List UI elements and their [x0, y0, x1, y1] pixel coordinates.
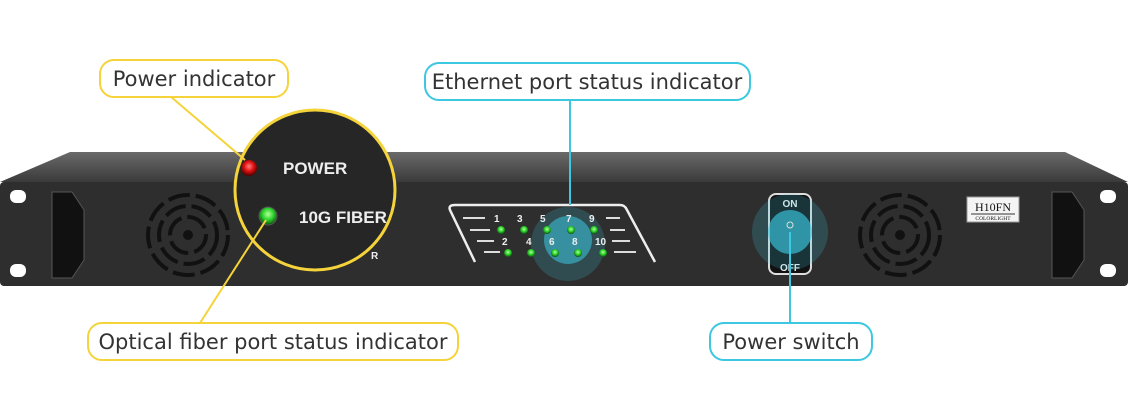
leader-optical: [199, 219, 267, 324]
switch-on-label: ON: [783, 199, 798, 210]
port-label-9: 9: [589, 214, 595, 225]
port-led-8: [574, 249, 582, 257]
port-led-1: [497, 226, 505, 234]
svg-text:Optical fiber port status indi: Optical fiber port status indicator: [98, 330, 447, 354]
port-label-8: 8: [572, 237, 578, 248]
port-label-4: 4: [526, 237, 532, 248]
rack-ear-left: [10, 190, 85, 279]
port-label-7: 7: [566, 214, 572, 225]
fan-vent-left: [146, 193, 230, 277]
fiber-label: 10G FIBER: [299, 208, 387, 227]
chassis-top: [0, 152, 1128, 182]
port-led-10: [599, 249, 607, 257]
port-label-2: 2: [502, 237, 508, 248]
power-label: POWER: [283, 159, 347, 178]
brand-name: COLORLIGHT: [975, 216, 1011, 222]
port-led-7: [567, 226, 575, 234]
svg-text:Power switch: Power switch: [722, 330, 859, 354]
callout-power-switch: Power switch: [709, 322, 873, 361]
svg-text:Power indicator: Power indicator: [113, 67, 276, 91]
port-led-2: [504, 249, 512, 257]
port-led-4: [527, 249, 535, 257]
magnifier-inset: POWER 10G FIBER R: [233, 108, 397, 272]
rack-ear-right: [1051, 190, 1116, 279]
callout-ethernet-status: Ethernet port status indicator: [424, 62, 751, 101]
model-badge: H10FN COLORLIGHT: [966, 196, 1020, 223]
port-label-5: 5: [540, 214, 546, 225]
port-led-9: [590, 226, 598, 234]
port-label-10: 10: [595, 237, 607, 248]
fiber-label-partial: R: [371, 251, 379, 262]
model-name: H10FN: [975, 200, 1011, 214]
callout-optical-status: Optical fiber port status indicator: [87, 322, 459, 361]
port-label-3: 3: [517, 214, 523, 225]
port-led-5: [543, 226, 551, 234]
fan-vent-right: [858, 193, 942, 277]
svg-text:Ethernet port status indicator: Ethernet port status indicator: [432, 70, 743, 94]
port-label-6: 6: [549, 237, 555, 248]
port-label-1: 1: [494, 214, 500, 225]
ethernet-led-panel: 1 3 5 7 9 2 4 6 8 10: [448, 203, 657, 281]
leader-power: [169, 95, 246, 161]
port-led-6: [551, 249, 559, 257]
port-led-3: [520, 226, 528, 234]
fiber-led: [258, 206, 278, 226]
power-led: [241, 160, 257, 176]
callout-power-indicator: Power indicator: [99, 59, 289, 98]
